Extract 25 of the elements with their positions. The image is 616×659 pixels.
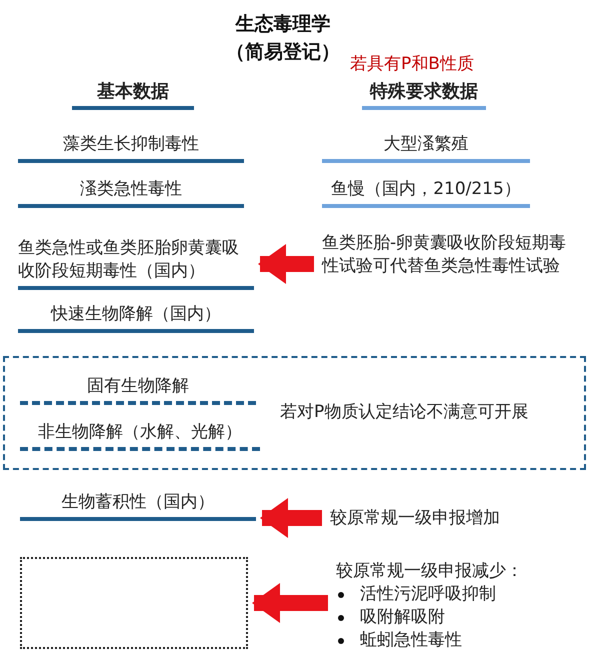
arrow — [258, 244, 314, 284]
test-item: 快速生物降解（国内） — [18, 303, 254, 333]
list-item-text: 蚯蚓急性毒性 — [360, 630, 462, 650]
test-item: 大型溞繁殖 — [322, 133, 530, 163]
dotted-empty-box — [20, 557, 248, 649]
list-heading: 较原常规一级申报减少： — [336, 560, 524, 583]
column-heading: 基本数据 — [72, 80, 194, 110]
test-item: 非生物降解（水解、光解） — [20, 421, 260, 451]
note-text: 若对P物质认定结论不满意可开展 — [280, 401, 530, 424]
column-heading: 特殊要求数据 — [362, 80, 486, 110]
title: 生态毒理学（简易登记） — [226, 12, 340, 65]
test-item: 溞类急性毒性 — [18, 178, 244, 208]
test-item: 鱼类急性或鱼类胚胎卵黄囊吸收阶段短期毒性（国内） — [18, 237, 254, 290]
dashed-group-box — [3, 356, 586, 470]
condition-note: 若具有P和B性质 — [350, 53, 474, 75]
list-item-text: 活性污泥呼吸抑制 — [360, 584, 496, 604]
test-item: 固有生物降解 — [20, 375, 256, 405]
note-text: 较原常规一级申报增加 — [330, 507, 530, 530]
arrow — [260, 498, 322, 538]
list-item-text: 吸附解吸附 — [360, 607, 445, 627]
arrow — [252, 583, 328, 623]
test-item: 生物蓄积性（国内） — [20, 491, 256, 521]
note-text: 鱼类胚胎-卵黄囊吸收阶段短期毒性试验可代替鱼类急性毒性试验 — [322, 232, 578, 278]
test-item: 鱼慢（国内，210/215） — [322, 178, 530, 208]
test-item: 藻类生长抑制毒性 — [18, 133, 244, 163]
